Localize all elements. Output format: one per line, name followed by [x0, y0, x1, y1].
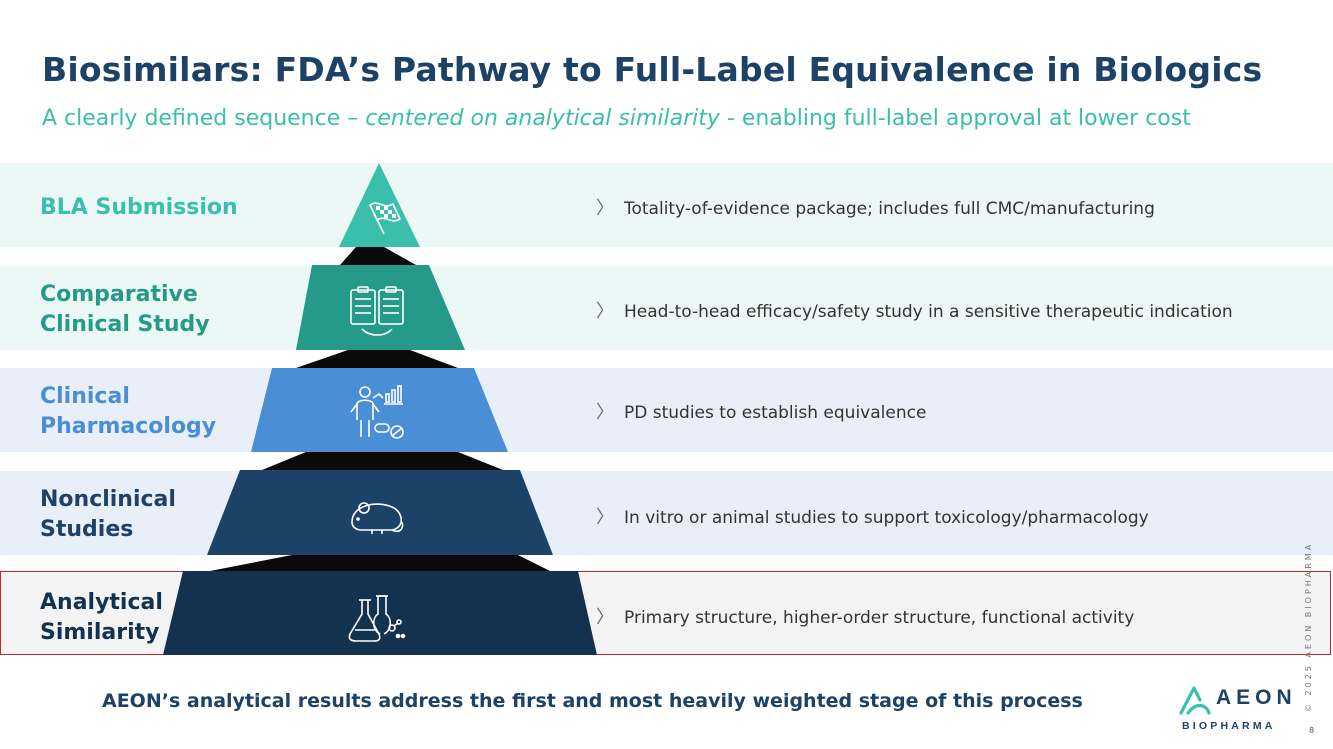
lab-flasks-icon [348, 595, 406, 642]
stage-label-bla: BLA Submission [40, 195, 238, 220]
stage-desc-pharmacology: 〉 PD studies to establish equivalence [596, 398, 926, 424]
stage-label-pharmacology: Clinical Pharmacology [40, 384, 217, 439]
chevron-right-icon: 〉 [596, 198, 614, 219]
slide-title: Biosimilars: FDA’s Pathway to Full-Label… [42, 50, 1263, 89]
stage-desc-text: PD studies to establish equivalence [624, 403, 927, 423]
chevron-right-icon: 〉 [596, 402, 614, 423]
stage-desc-text: In vitro or animal studies to support to… [624, 508, 1149, 528]
slide-subtitle: A clearly defined sequence – centered on… [42, 106, 1191, 131]
stage-label-analytical: Analytical Similarity [40, 590, 163, 645]
tier-analytical [163, 571, 597, 655]
connector-3 [262, 452, 503, 470]
stage-band-comparative [0, 266, 1333, 350]
page-number: 8 [1309, 726, 1315, 735]
aeon-logo: AEON BIOPHARMA [1178, 684, 1292, 736]
mouse-icon [351, 502, 404, 534]
chevron-right-icon: 〉 [596, 507, 614, 528]
stage-desc-comparative: 〉 Head-to-head efficacy/safety study in a… [596, 297, 1233, 323]
stage-band-bla [0, 163, 1333, 247]
patient-pills-chart-icon [350, 385, 404, 439]
tier-nonclinical [207, 470, 553, 555]
chevron-right-icon: 〉 [596, 607, 614, 628]
clipboards-compare-icon [350, 286, 404, 336]
stage-desc-text: Primary structure, higher-order structur… [624, 608, 1135, 628]
subtitle-emphasis: centered on analytical similarity [365, 106, 720, 131]
logo-wordmark: AEON [1216, 686, 1297, 709]
stage-label-comparative: Comparative Clinical Study [40, 282, 210, 337]
aeon-logo-mark-icon [1179, 686, 1211, 715]
stage-desc-text: Totality-of-evidence package; includes f… [624, 199, 1155, 219]
subtitle-lead: A clearly defined sequence – [42, 106, 366, 131]
stage-desc-analytical: 〉 Primary structure, higher-order structu… [596, 603, 1134, 629]
connector-4 [210, 555, 550, 571]
subtitle-tail: - enabling full-label approval at lower … [719, 106, 1191, 131]
connector-2 [296, 350, 458, 368]
logo-subtext: BIOPHARMA [1182, 720, 1276, 732]
stage-band-pharmacology [0, 368, 1333, 452]
tier-comparative [296, 265, 465, 350]
chevron-right-icon: 〉 [596, 301, 614, 322]
stage-desc-text: Head-to-head efficacy/safety study in a … [624, 302, 1233, 322]
stage-desc-bla: 〉 Totality-of-evidence package; includes … [596, 194, 1155, 220]
footer-note: AEON’s analytical results address the fi… [102, 690, 1083, 712]
copyright-text: © 2025 AEON BIOPHARMA [1304, 541, 1313, 712]
checkered-flag-icon [369, 202, 402, 235]
stage-label-nonclinical: Nonclinical Studies [40, 487, 176, 542]
tier-pharmacology [251, 368, 508, 452]
stage-desc-nonclinical: 〉 In vitro or animal studies to support t… [596, 503, 1149, 529]
tier-bla [339, 163, 420, 247]
connector-1 [340, 247, 416, 265]
